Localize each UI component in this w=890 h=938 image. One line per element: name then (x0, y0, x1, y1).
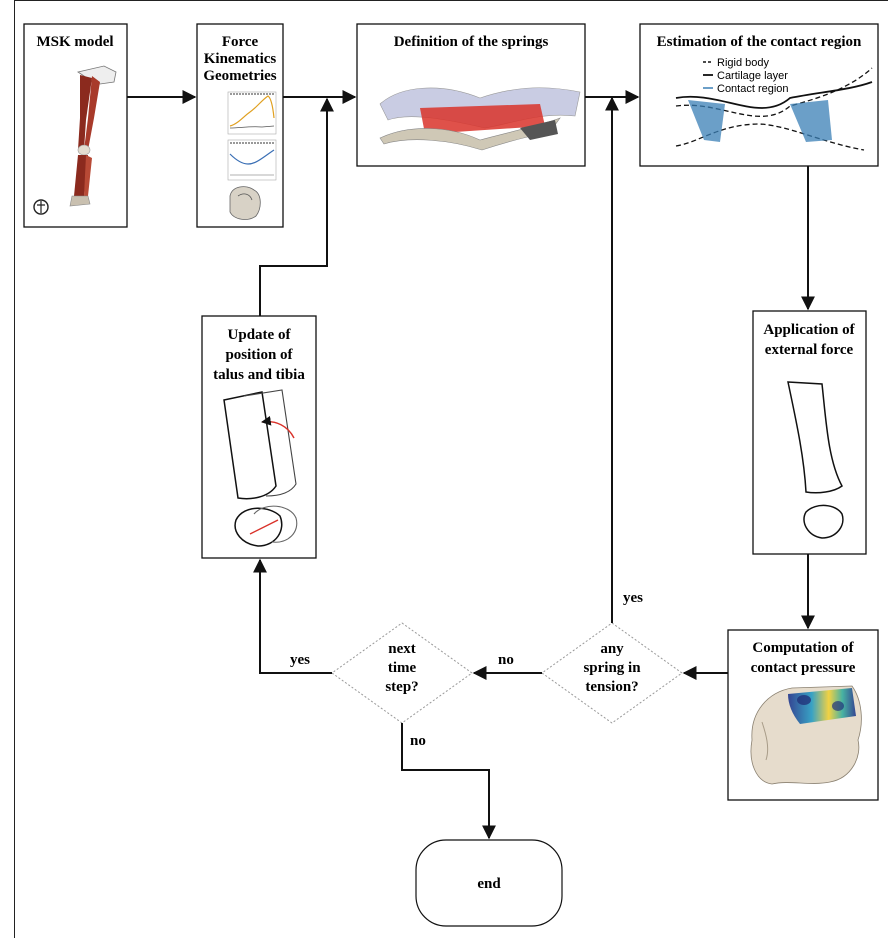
next-line-3: step? (385, 679, 418, 695)
contact-pressure-box: Computation of contact pressure (727, 629, 879, 801)
force-plot-thumbnail (227, 91, 277, 135)
leg-model-illustration (69, 65, 117, 207)
figure-frame (14, 0, 888, 938)
pressure-map-illustration (750, 685, 862, 785)
update-line-3: talus and tibia (213, 367, 305, 383)
legend-rigid-body: Rigid body (717, 57, 769, 69)
arrow-next-yes-to-update (253, 558, 332, 674)
contact-region-title: Estimation of the contact region (657, 34, 862, 50)
tibia-talus-outline (787, 381, 844, 539)
contact-pressure-line-2: contact pressure (751, 660, 856, 676)
legend-contact-region: Contact region (717, 83, 789, 95)
external-force-line-2: external force (765, 342, 854, 358)
external-force-line-1: Application of (763, 322, 855, 338)
msk-model-box: MSK model (23, 23, 128, 228)
contact-pressure-line-1: Computation of (752, 640, 854, 656)
label-tension-yes: yes (623, 590, 643, 606)
tension-decision: any spring in tension? (541, 622, 683, 724)
tension-line-3: tension? (585, 679, 638, 695)
legend-cartilage-layer: Cartilage layer (717, 70, 788, 82)
tension-line-2: spring in (583, 660, 641, 676)
contact-region-illustration (675, 67, 873, 151)
end-terminal: end (415, 839, 563, 927)
model-logo-icon (33, 199, 49, 215)
arrow-update-to-springs (259, 97, 334, 316)
label-next-yes: yes (290, 652, 310, 668)
label-tension-no: no (498, 652, 514, 668)
springs-title: Definition of the springs (394, 34, 549, 50)
talus-geometry-thumbnail (229, 186, 261, 220)
next-step-decision: next time step? (331, 622, 473, 724)
arrow-next-no-to-end (401, 723, 496, 840)
inputs-line-3: Geometries (203, 68, 276, 84)
tension-line-1: any (600, 641, 624, 657)
inputs-box: Force Kinematics Geometries (196, 23, 284, 228)
external-force-box: Application of external force (752, 310, 867, 555)
springs-box: Definition of the springs (356, 23, 586, 167)
inputs-line-2: Kinematics (204, 51, 277, 67)
end-label: end (477, 876, 501, 892)
msk-model-title: MSK model (36, 34, 113, 50)
next-line-1: next (388, 641, 416, 657)
contact-region-box: Estimation of the contact region Rigid b… (639, 23, 879, 167)
connectors (127, 90, 815, 840)
next-line-2: time (388, 660, 417, 676)
contact-legend: Rigid body Cartilage layer Contact regio… (703, 57, 789, 95)
update-line-1: Update of (228, 327, 292, 343)
moved-bones-outline (223, 389, 298, 547)
spring-surface-illustration (379, 87, 581, 151)
update-position-box: Update of position of talus and tibia (201, 315, 317, 559)
label-next-no: no (410, 733, 426, 749)
inputs-line-1: Force (222, 34, 259, 50)
update-line-2: position of (225, 347, 293, 363)
kinematics-plot-thumbnail (227, 139, 277, 181)
